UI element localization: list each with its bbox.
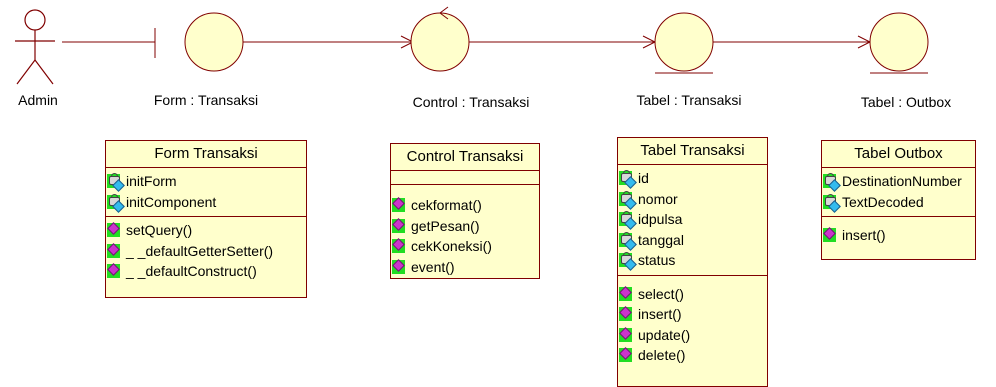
public-operation-icon	[106, 221, 126, 239]
attribute-row[interactable]: initForm	[106, 171, 306, 193]
public-operation-icon	[618, 305, 638, 323]
private-attribute-icon	[618, 210, 638, 231]
operation-row[interactable]: event()	[391, 257, 539, 278]
attributes-section: DestinationNumber TextDecoded	[822, 168, 975, 217]
private-attribute-icon	[618, 251, 638, 272]
entity-tabel-outbox[interactable]	[869, 12, 929, 74]
boundary-form-transaksi[interactable]	[154, 12, 244, 72]
operation-row[interactable]: delete()	[618, 345, 767, 366]
operations-section: setQuery() _ _defaultGetterSetter() _ _d…	[106, 217, 306, 286]
operations-section: select() insert() update() delete()	[618, 276, 767, 370]
attribute-row[interactable]: DestinationNumber	[822, 171, 975, 193]
object-label-outbox: Tabel : Outbox	[860, 94, 952, 110]
attribute-name: nomor	[638, 190, 678, 207]
attribute-row[interactable]: tanggal	[618, 230, 767, 251]
public-operation-icon	[106, 242, 126, 260]
operation-row[interactable]: insert()	[618, 304, 767, 325]
operation-row[interactable]: setQuery()	[106, 220, 306, 241]
operation-row[interactable]: select()	[618, 284, 767, 305]
private-attribute-icon	[618, 190, 638, 210]
operation-name: select()	[638, 285, 684, 302]
operation-row[interactable]: insert()	[822, 225, 975, 246]
class-control-transaksi[interactable]: Control Transaksi cekformat() getPesan()…	[390, 143, 540, 279]
operation-name: update()	[638, 326, 691, 343]
operation-name: delete()	[638, 347, 686, 364]
operation-name: cekformat()	[411, 197, 482, 214]
class-title: Form Transaksi	[106, 141, 306, 168]
attribute-name: initForm	[126, 173, 177, 190]
attribute-row[interactable]: id	[618, 168, 767, 190]
class-form-transaksi[interactable]: Form Transaksi initForm initComponent se…	[105, 140, 307, 298]
admin-label: Admin	[18, 92, 58, 108]
class-title: Tabel Outbox	[822, 141, 975, 168]
public-operation-icon	[391, 196, 411, 214]
operation-name: _ _defaultConstruct()	[126, 263, 257, 280]
class-title: Tabel Transaksi	[618, 138, 767, 165]
operation-name: cekKoneksi()	[411, 238, 492, 255]
operation-row[interactable]: _ _defaultConstruct()	[106, 261, 306, 282]
attribute-row[interactable]: TextDecoded	[822, 192, 975, 213]
private-attribute-icon	[822, 172, 842, 193]
operation-name: event()	[411, 258, 455, 275]
operation-row[interactable]: cekformat()	[391, 195, 539, 216]
attribute-row[interactable]: nomor	[618, 189, 767, 210]
class-tabel-outbox[interactable]: Tabel Outbox DestinationNumber TextDecod…	[821, 140, 976, 260]
attributes-section	[391, 171, 539, 185]
object-label-form: Form : Transaksi	[153, 92, 259, 108]
private-attribute-icon	[106, 172, 126, 193]
operation-name: setQuery()	[126, 222, 193, 239]
attribute-name: initComponent	[126, 193, 217, 210]
attribute-name: status	[638, 252, 676, 269]
private-attribute-icon	[106, 193, 126, 213]
public-operation-icon	[618, 346, 638, 364]
private-attribute-icon	[618, 231, 638, 251]
actor-left-leg	[16, 59, 36, 85]
public-operation-icon	[391, 217, 411, 235]
attribute-name: tanggal	[638, 231, 684, 248]
object-label-control: Control : Transaksi	[412, 94, 530, 110]
public-operation-icon	[618, 326, 638, 344]
attribute-row[interactable]: status	[618, 250, 767, 272]
admin-actor[interactable]	[15, 9, 55, 85]
public-operation-icon	[391, 258, 411, 276]
operations-section: cekformat() getPesan() cekKoneksi() even…	[391, 185, 539, 281]
control-circle	[410, 12, 470, 72]
entity-circle	[654, 12, 714, 72]
public-operation-icon	[391, 237, 411, 255]
actor-head	[24, 9, 46, 31]
operation-name: getPesan()	[411, 217, 480, 234]
operation-name: insert()	[842, 227, 886, 244]
entity-tabel-transaksi[interactable]	[654, 12, 714, 74]
actor-right-leg	[34, 59, 54, 85]
private-attribute-icon	[822, 193, 842, 213]
attribute-row[interactable]: idpulsa	[618, 209, 767, 231]
class-tabel-transaksi[interactable]: Tabel Transaksi id nomor idpulsa tanggal…	[617, 137, 768, 387]
operation-row[interactable]: cekKoneksi()	[391, 236, 539, 257]
class-title: Control Transaksi	[391, 144, 539, 171]
attribute-name: TextDecoded	[842, 193, 924, 210]
control-arrow-icon	[439, 6, 449, 20]
operation-name: _ _defaultGetterSetter()	[126, 242, 274, 259]
boundary-circle	[184, 12, 244, 72]
public-operation-icon	[106, 262, 126, 280]
operation-row[interactable]: update()	[618, 325, 767, 346]
attribute-row[interactable]: initComponent	[106, 192, 306, 213]
object-label-tabel: Tabel : Transaksi	[636, 92, 742, 108]
control-transaksi[interactable]	[410, 6, 470, 72]
attribute-name: idpulsa	[638, 211, 683, 228]
operation-row[interactable]: getPesan()	[391, 216, 539, 237]
attribute-name: DestinationNumber	[842, 173, 962, 190]
operation-name: insert()	[638, 306, 682, 323]
public-operation-icon	[822, 226, 842, 244]
attribute-name: id	[638, 170, 649, 187]
operations-section: insert()	[822, 217, 975, 250]
public-operation-icon	[618, 285, 638, 303]
attributes-section: initForm initComponent	[106, 168, 306, 217]
operation-row[interactable]: _ _defaultGetterSetter()	[106, 241, 306, 262]
attributes-section: id nomor idpulsa tanggal status	[618, 165, 767, 276]
private-attribute-icon	[618, 169, 638, 190]
entity-circle	[869, 12, 929, 72]
